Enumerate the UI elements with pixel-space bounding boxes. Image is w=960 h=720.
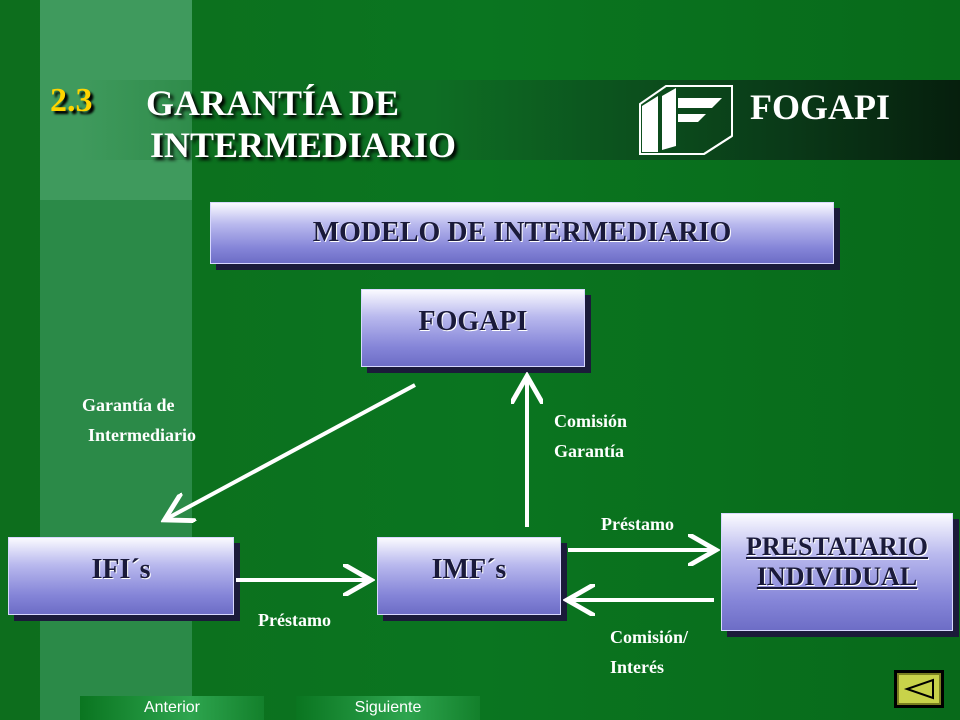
prestatario-label-line1: PRESTATARIO [745,532,929,562]
prestatario-label-line2: INDIVIDUAL [756,562,918,591]
ifis-node-label: IFI´s [91,553,151,585]
next-button-label: Siguiente [354,699,422,716]
label-garantia-line1: Garantía de [82,395,175,415]
background-stripe-lower [40,200,192,720]
slide-title-line2: INTERMEDIARIO [150,125,457,165]
imfs-node-label: IMF´s [431,553,507,585]
imfs-node: IMF´s [377,537,561,615]
prestatario-node: PRESTATARIO INDIVIDUAL [721,513,953,631]
label-comision-interes-line1: Comisión/ [610,627,689,647]
fogapi-logo-icon [639,85,733,155]
fogapi-node-label: FOGAPI [418,305,528,337]
slide-title-line1: GARANTÍA DE [146,83,400,123]
label-comision-garantia-line2: Garantía [554,441,624,461]
label-prestamo-imf-prestatario: Préstamo [601,514,674,534]
brand-name: FOGAPI [750,87,890,127]
label-comision-interes-line2: Interés [610,657,664,677]
fogapi-node: FOGAPI [361,289,585,367]
back-button[interactable] [894,670,944,708]
model-header-box: MODELO DE INTERMEDIARIO [210,202,834,264]
back-triangle-icon [903,678,934,700]
label-garantia-line2: Intermediario [88,425,196,445]
label-prestamo-ifi-imf: Préstamo [258,610,331,630]
arrow-fogapi-to-ifis [168,383,416,518]
title-band [80,80,960,160]
section-number: 2.3 [50,82,93,119]
ifis-node: IFI´s [8,537,234,615]
previous-button[interactable]: Anterior [80,696,264,720]
next-button[interactable]: Siguiente [296,696,480,720]
model-header-label: MODELO DE INTERMEDIARIO [312,216,732,248]
label-comision-garantia-line1: Comisión [554,411,628,431]
previous-button-label: Anterior [143,699,201,716]
